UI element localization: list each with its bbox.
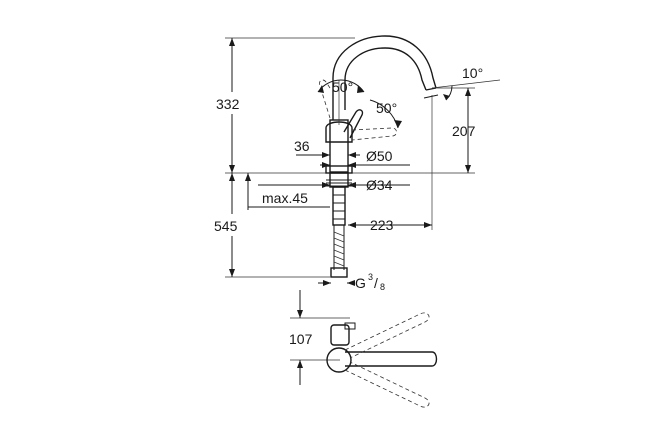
- dim-max45-label: max.45: [262, 190, 308, 206]
- connection-thread-dimension: G 3 / 8: [318, 272, 385, 292]
- faucet-base: [325, 165, 353, 226]
- spout-reach-223-dimension: 223: [348, 95, 433, 233]
- thread-denominator-label: 8: [380, 282, 385, 292]
- plan-view: 107: [289, 290, 438, 408]
- thread-slash-label: /: [374, 275, 378, 291]
- dim-332-label: 332: [216, 96, 240, 112]
- angle-10-label: 10°: [462, 65, 483, 81]
- supply-hoses: [330, 225, 348, 278]
- dim-207-label: 207: [452, 123, 476, 139]
- spout-angle-10-dimension: 10°: [431, 65, 501, 101]
- plan-107-dimension: 107: [289, 290, 313, 385]
- faucet-spout: [332, 35, 439, 120]
- plan-spout-swing: [344, 312, 430, 408]
- thread-numerator-label: 3: [368, 272, 373, 282]
- elevation-view: 332 545 207 10°: [212, 35, 501, 292]
- lever-offset-36-dimension: 36: [294, 138, 360, 158]
- angle-50-side-label: 50°: [376, 100, 397, 116]
- dim-o50-label: Ø50: [366, 148, 393, 164]
- dim-545-label: 545: [214, 218, 238, 234]
- height-332-dimension: 332: [214, 38, 246, 173]
- thread-g-label: G: [355, 275, 366, 291]
- dim-107-label: 107: [289, 331, 313, 347]
- angle-50-top-label: 50°: [332, 79, 353, 95]
- height-545-dimension: 545: [212, 173, 246, 277]
- lever-angle-top-dimension: 50°: [317, 79, 365, 125]
- dim-o34-label: Ø34: [366, 177, 393, 193]
- spout-height-207-dimension: 207: [452, 88, 476, 173]
- plan-spout: [326, 322, 438, 373]
- dim-36-label: 36: [294, 138, 310, 154]
- max-deck-thickness-dimension: max.45: [245, 173, 330, 210]
- base-diameter-dimension: Ø50: [320, 148, 410, 168]
- lever-angle-side-dimension: 50°: [369, 99, 402, 129]
- dim-223-label: 223: [370, 217, 394, 233]
